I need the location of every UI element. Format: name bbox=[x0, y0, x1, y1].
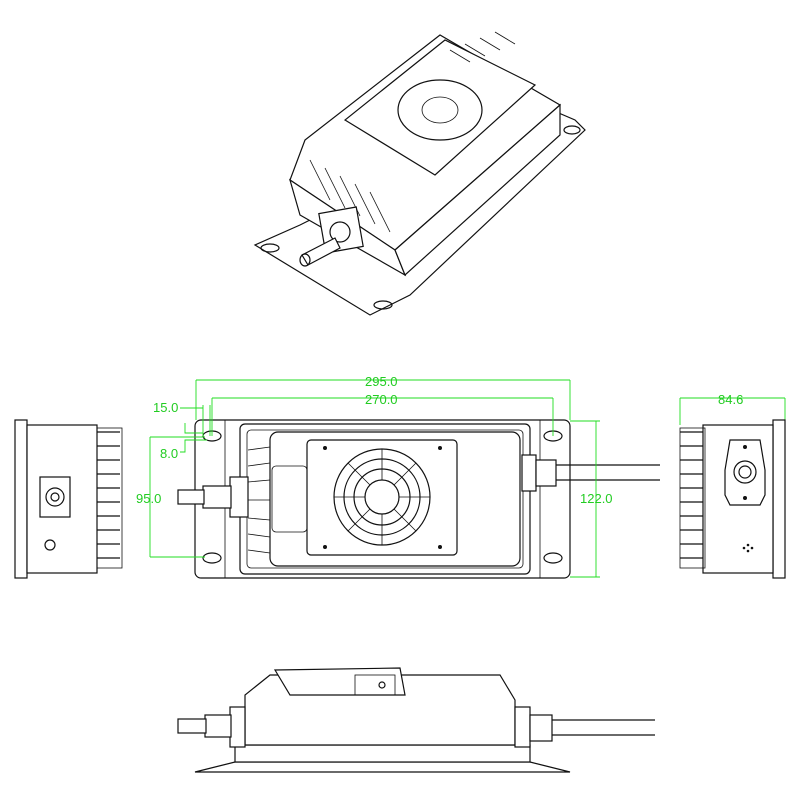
left-connector bbox=[39, 476, 71, 518]
iso-cable bbox=[301, 237, 341, 266]
dimensions: 295.0 270.0 15.0 8.0 95.0 122.0 84.6 bbox=[136, 374, 786, 578]
front-right-cable bbox=[552, 719, 655, 736]
front-cover-tab bbox=[273, 667, 406, 696]
mount-slot bbox=[543, 552, 563, 564]
left-cable bbox=[177, 489, 205, 505]
iso-connector-socket bbox=[329, 221, 351, 243]
right-cable-entry bbox=[733, 460, 757, 484]
mount-slot bbox=[202, 552, 222, 564]
right-cable-boot bbox=[535, 459, 557, 487]
dim-overall-length: 295.0 bbox=[365, 374, 398, 389]
front-right-boot bbox=[529, 714, 553, 742]
isometric-view bbox=[253, 31, 586, 316]
right-fins bbox=[679, 427, 706, 569]
dim-hole-offset: 15.0 bbox=[153, 400, 178, 415]
right-cable-gland bbox=[521, 454, 537, 492]
front-left-cable bbox=[177, 718, 207, 734]
left-fins bbox=[96, 427, 123, 569]
iso-housing-side bbox=[394, 103, 561, 277]
iso-fins bbox=[309, 31, 516, 233]
right-side-view bbox=[679, 419, 786, 579]
heatsink-fins-left bbox=[247, 446, 271, 554]
right-plate bbox=[772, 419, 786, 579]
front-plate bbox=[194, 761, 571, 773]
right-vent-holes bbox=[742, 543, 754, 553]
dim-slot-width: 8.0 bbox=[160, 446, 178, 461]
front-right-gland bbox=[514, 706, 531, 748]
iso-fan-grille bbox=[397, 79, 483, 141]
front-view bbox=[177, 667, 655, 773]
iso-mount-hole bbox=[563, 125, 581, 135]
front-left-gland bbox=[229, 706, 246, 748]
front-base bbox=[234, 744, 531, 763]
dim-hole-spacing-width: 95.0 bbox=[136, 491, 161, 506]
right-cable bbox=[556, 464, 660, 481]
iso-fan-hub bbox=[421, 96, 459, 124]
dim-height: 84.6 bbox=[718, 392, 743, 407]
left-vent-plug bbox=[44, 539, 56, 551]
iso-cable-end bbox=[299, 253, 311, 267]
iso-fan-panel bbox=[343, 39, 537, 176]
front-left-boot bbox=[204, 714, 232, 738]
fan-spokes bbox=[334, 449, 430, 545]
top-view bbox=[177, 419, 660, 579]
left-cable-gland bbox=[229, 476, 249, 518]
left-side-view bbox=[14, 419, 123, 579]
left-cable-boot bbox=[202, 485, 232, 509]
iso-mount-hole bbox=[260, 243, 280, 253]
dim-overall-width: 122.0 bbox=[580, 491, 613, 506]
left-plate bbox=[14, 419, 28, 579]
dim-hole-spacing-length: 270.0 bbox=[365, 392, 398, 407]
right-cable-flange bbox=[724, 439, 766, 506]
iso-mount-hole bbox=[373, 300, 393, 310]
